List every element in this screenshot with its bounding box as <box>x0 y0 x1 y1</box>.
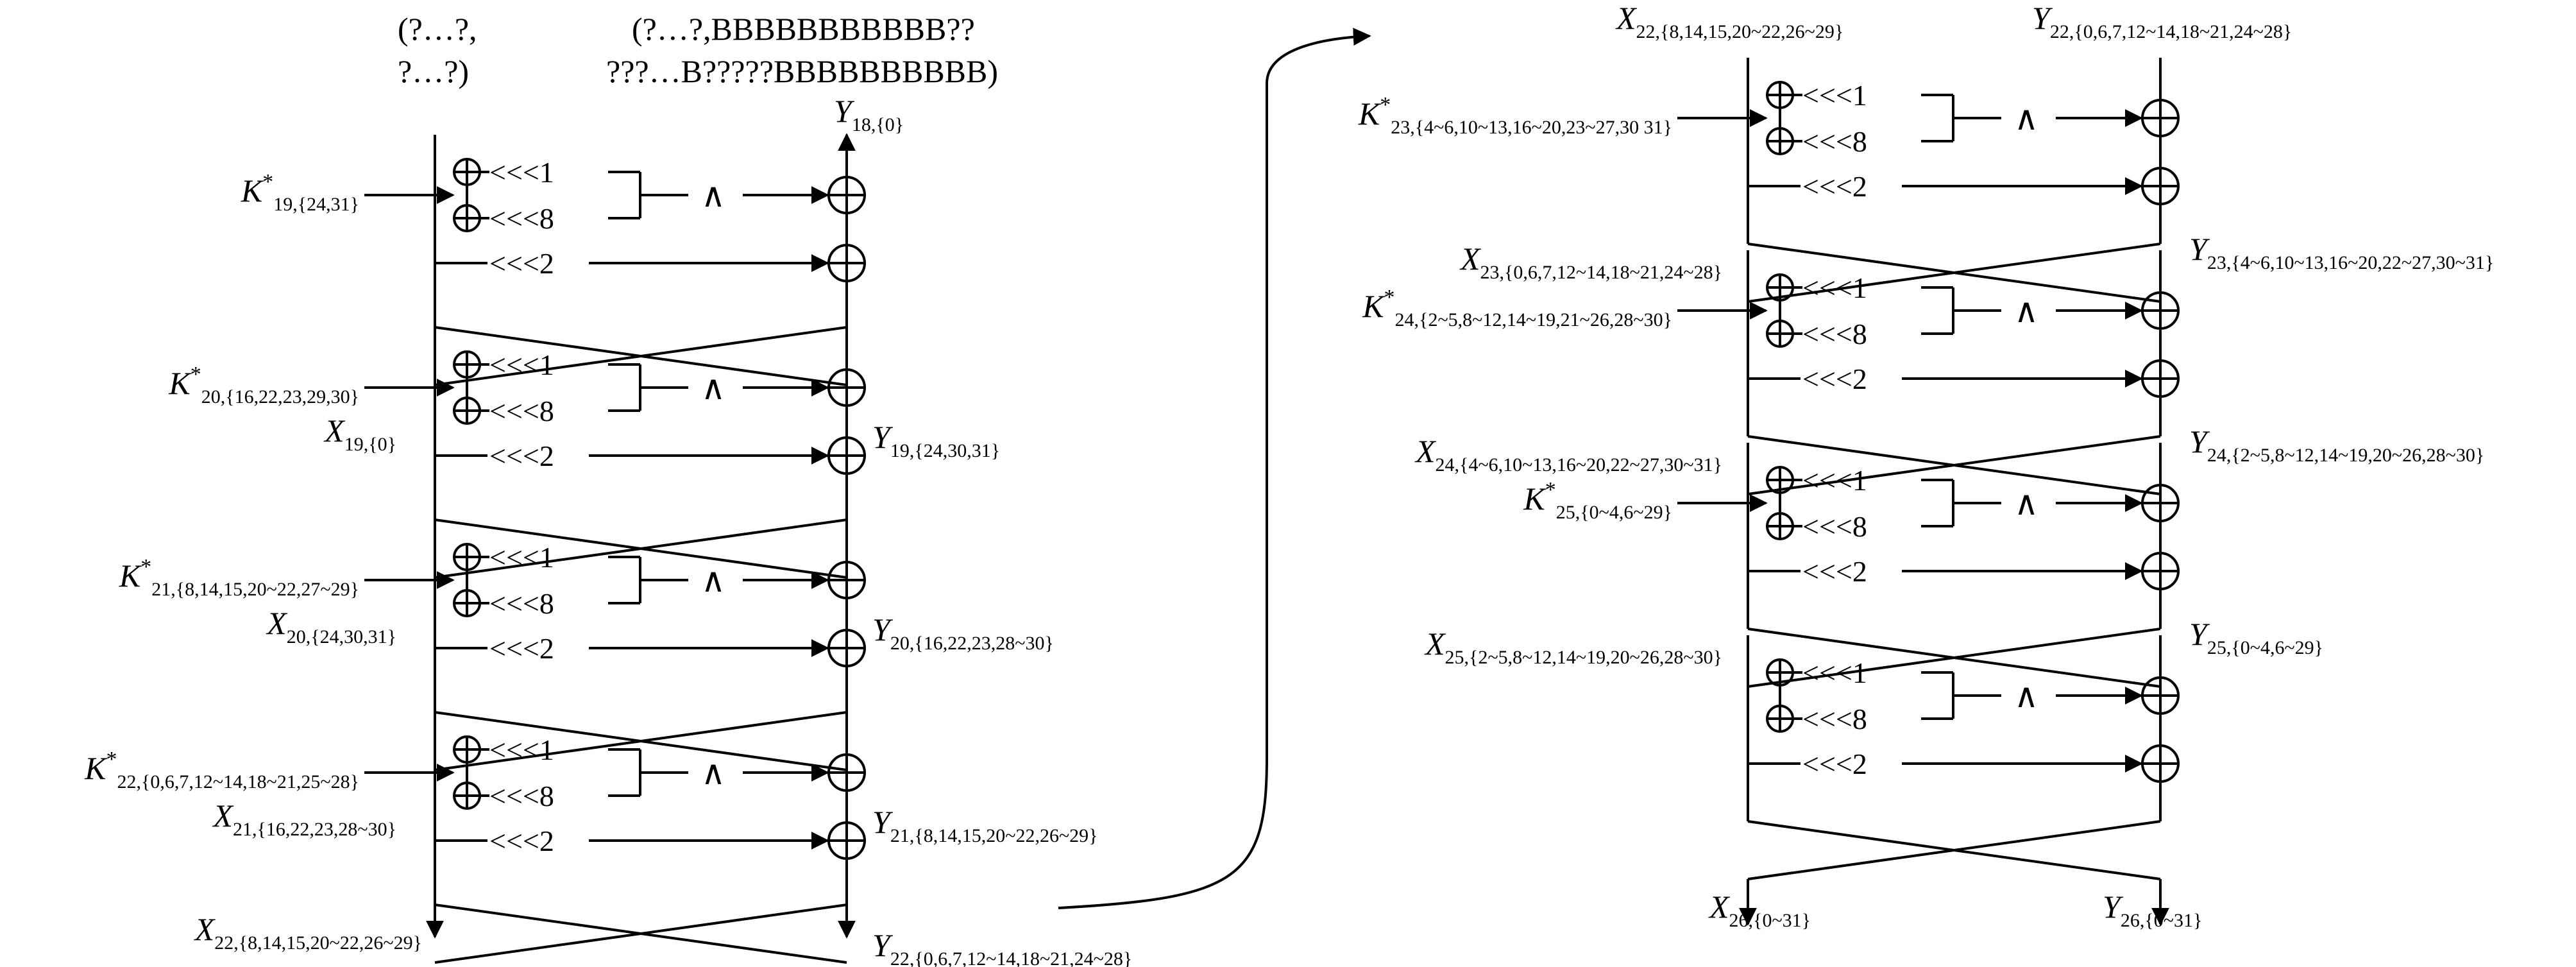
round-2-rot2: <<<2 <box>489 632 554 665</box>
round-7-rot2: <<<2 <box>1802 748 1867 780</box>
y-label-0: Y19,{24,30,31} <box>872 419 1000 461</box>
round-7-cross-b <box>1747 820 2161 880</box>
round-3-rot8: <<<8 <box>489 780 554 812</box>
round-7-and: ∧ <box>2014 678 2038 715</box>
round-6-rot2: <<<2 <box>1802 555 1867 588</box>
round-3-and: ∧ <box>701 755 725 792</box>
round-7-xor-and <box>2141 676 2180 715</box>
x-label-5: X24,{4~6,10~13,16~20,22~27,30~31} <box>1414 433 1722 475</box>
header-left-line2: ?…?) <box>398 53 469 89</box>
round-2-and: ∧ <box>701 563 725 599</box>
right-top-y-label: Y22,{0,6,7,12~14,18~21,24~28} <box>2032 0 2292 42</box>
round-7-rot8: <<<8 <box>1802 703 1867 735</box>
y-label-1: Y20,{16,22,23,28~30} <box>872 612 1054 654</box>
round-0-and: ∧ <box>701 178 725 214</box>
round-7-xor-rot2 <box>2141 744 2180 783</box>
left-top-y-label: Y18,{0} <box>834 93 904 135</box>
round-3-key-label: K*22,{0,6,7,12~14,18~21,25~28} <box>84 748 359 792</box>
y-label-5: Y24,{2~5,8~12,14~19,20~26,28~30} <box>2189 424 2484 466</box>
y-label-7: Y26,{0~31} <box>2103 889 2202 931</box>
round-5-rot8: <<<8 <box>1802 318 1867 350</box>
x-label-6: X25,{2~5,8~12,14~19,20~26,28~30} <box>1424 626 1722 668</box>
round-4-xor-and <box>2141 99 2180 137</box>
round-4-xor-rot2 <box>2141 167 2180 205</box>
round-3-rot2: <<<2 <box>489 825 554 857</box>
round-4-rot1: <<<1 <box>1802 79 1867 112</box>
round-4-and: ∧ <box>2014 101 2038 137</box>
header-right-line2: ???…B?????BBBBBBBBBB) <box>606 53 998 89</box>
round-3-xor-and <box>827 753 866 792</box>
round-0-rot1: <<<1 <box>489 156 554 189</box>
round-6-rot1: <<<1 <box>1802 464 1867 497</box>
round-2-rot1: <<<1 <box>489 541 554 574</box>
left-column: Y18,{0} <<<1 <<<8 <<<2 ∧ K*19,{24,31} X19,{0} Y… <box>84 93 1132 967</box>
round-6-xor-and <box>2141 484 2180 522</box>
round-3-xor-rot2 <box>827 821 866 860</box>
round-1-rot8: <<<8 <box>489 395 554 427</box>
round-3-rot1: <<<1 <box>489 733 554 766</box>
header-right-line1: (?…?,BBBBBBBBBBB?? <box>632 11 975 47</box>
round-6-xor-rot2 <box>2141 552 2180 590</box>
right-top-x-label: X22,{8,14,15,20~22,26~29} <box>1615 0 1843 42</box>
round-4-rot2: <<<2 <box>1802 170 1867 203</box>
round-5-rot2: <<<2 <box>1802 363 1867 395</box>
round-2-rot8: <<<8 <box>489 587 554 620</box>
round-4-cross-b <box>1747 243 2161 303</box>
round-5-key-label: K*24,{2~5,8~12,14~19,21~26,28~30} <box>1362 286 1672 330</box>
round-1-cross-b <box>434 518 847 579</box>
y-label-4: Y23,{4~6,10~13,16~20,22~27,30~31} <box>2189 231 2494 273</box>
round-0-cross-b <box>434 326 847 386</box>
round-1-xor-and <box>827 368 866 407</box>
x-label-0: X19,{0} <box>323 413 396 455</box>
round-5-xor-rot2 <box>2141 359 2180 398</box>
round-4-key-label: K*23,{4~6,10~13,16~20,23~27,30 31} <box>1358 93 1672 138</box>
y-label-6: Y25,{0~4,6~29} <box>2189 616 2323 658</box>
round-2-xor-rot2 <box>827 629 866 667</box>
round-5-rot1: <<<1 <box>1802 271 1867 304</box>
round-6-key-label: K*25,{0~4,6~29} <box>1523 478 1672 523</box>
round-4-rot8: <<<8 <box>1802 125 1867 158</box>
round-5-and: ∧ <box>2014 293 2038 330</box>
x-label-2: X21,{16,22,23,28~30} <box>212 798 396 840</box>
x-label-1: X20,{24,30,31} <box>266 605 396 647</box>
round-1-xor-rot2 <box>827 436 866 475</box>
round-3-cross-b <box>434 903 847 964</box>
x-label-7: X26,{0~31} <box>1708 889 1811 931</box>
round-5-cross-b <box>1747 435 2161 495</box>
left-bottom-x-label: X22,{8,14,15,20~22,26~29} <box>194 911 422 954</box>
continuation-arrow <box>1058 28 1371 909</box>
round-1-and: ∧ <box>701 370 725 407</box>
round-7-rot1: <<<1 <box>1802 656 1867 689</box>
round-2-cross-b <box>434 711 847 771</box>
y-label-2: Y21,{8,14,15,20~22,26~29} <box>872 804 1098 846</box>
round-6-and: ∧ <box>2014 486 2038 522</box>
right-column: X22,{8,14,15,20~22,26~29} Y22,{0,6,7,12~1… <box>1358 0 2494 931</box>
round-0-xor-and <box>827 176 866 214</box>
round-0-rot8: <<<8 <box>489 202 554 235</box>
x-label-4: X23,{0,6,7,12~14,18~21,24~28} <box>1459 241 1722 283</box>
round-1-rot2: <<<2 <box>489 440 554 472</box>
round-5-xor-and <box>2141 291 2180 330</box>
left-bottom-y-label: Y22,{0,6,7,12~14,18~21,24~28} <box>872 927 1132 967</box>
round-0-xor-rot2 <box>827 244 866 282</box>
round-0-rot2: <<<2 <box>489 247 554 280</box>
round-1-key-label: K*20,{16,22,23,29,30} <box>168 363 359 407</box>
header-left-line1: (?…?, <box>398 11 477 47</box>
round-1-rot1: <<<1 <box>489 348 554 381</box>
round-2-xor-and <box>827 561 866 599</box>
round-6-rot8: <<<8 <box>1802 510 1867 543</box>
round-2-key-label: K*21,{8,14,15,20~22,27~29} <box>119 555 359 600</box>
round-6-cross-b <box>1747 628 2161 688</box>
round-0-key-label: K*19,{24,31} <box>241 170 359 215</box>
